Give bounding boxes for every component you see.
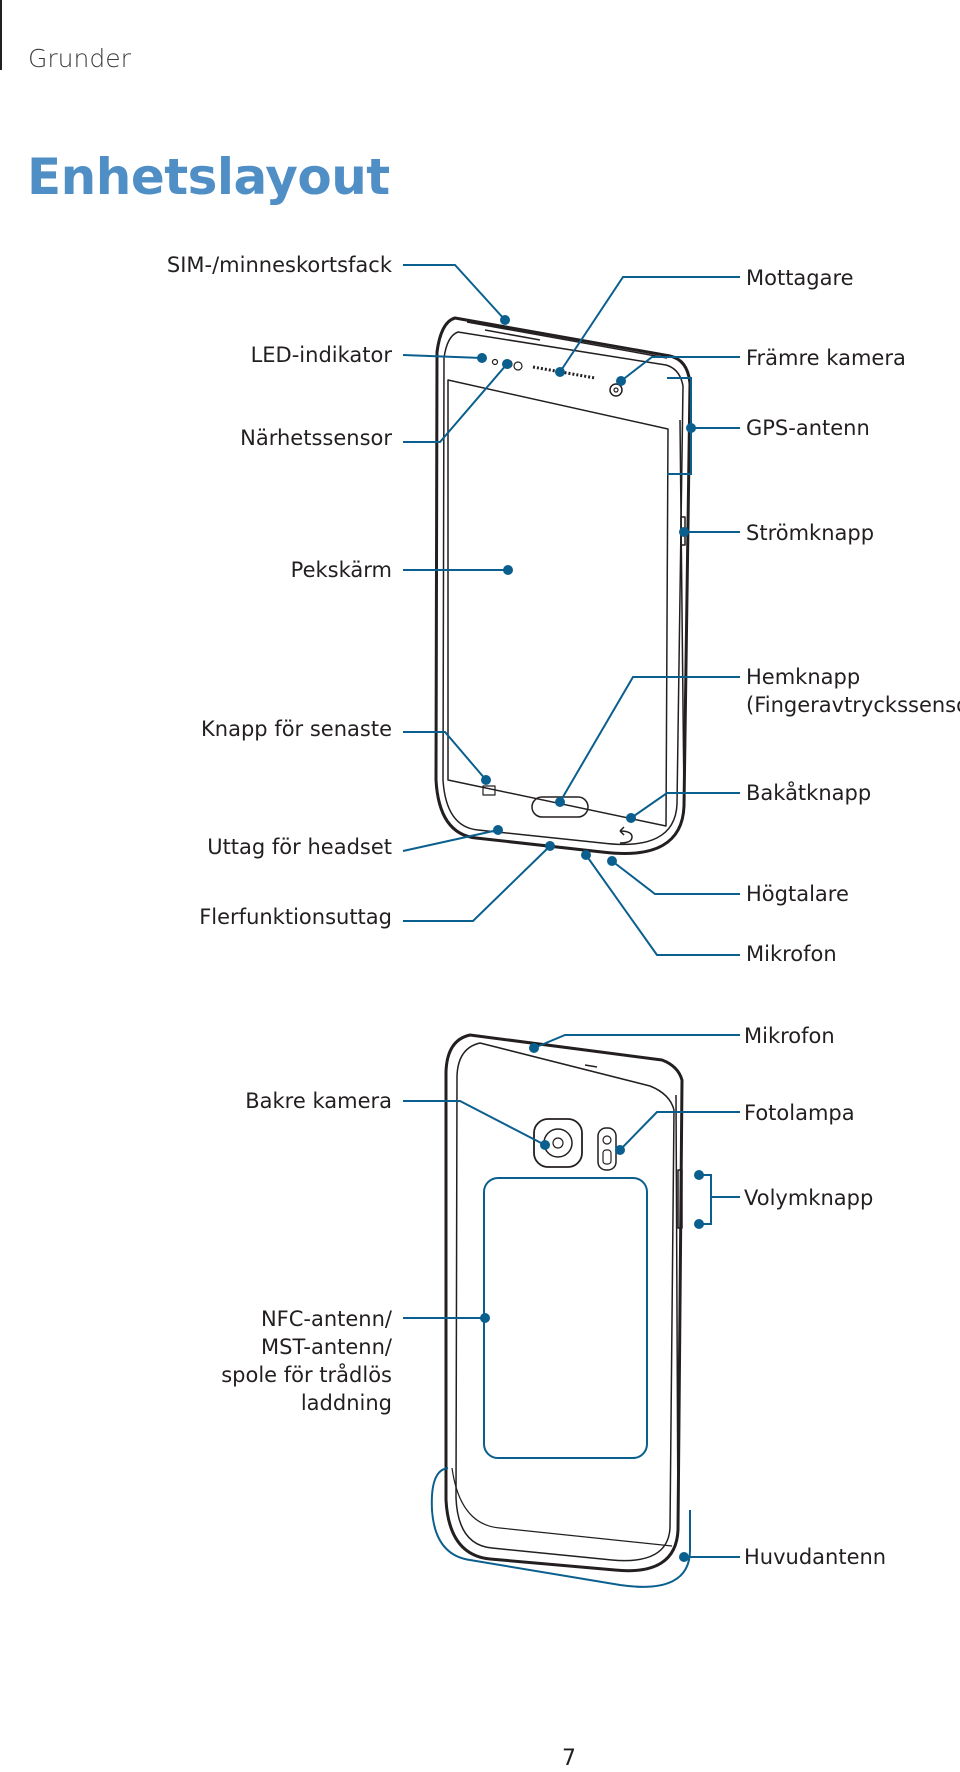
front-phone-drawing xyxy=(434,316,692,855)
rear-camera-housing xyxy=(533,1118,583,1168)
dot-flash xyxy=(615,1145,625,1155)
label-receiver: Mottagare xyxy=(746,266,854,290)
callout-gps-bracket xyxy=(667,377,740,475)
back-phone-body xyxy=(444,1033,684,1573)
label-multipurpose-jack: Flerfunktionsuttag xyxy=(199,905,392,929)
label-home-key-line2: (Fingeravtryckssensor) xyxy=(746,693,960,717)
callout-front-camera-line xyxy=(620,356,740,382)
callout-sim-line xyxy=(403,264,506,321)
callout-back-mic-line xyxy=(533,1034,740,1049)
label-nfc-line2: MST-antenn/ xyxy=(261,1335,392,1359)
dot-nfc xyxy=(480,1313,490,1323)
label-nfc-line1: NFC-antenn/ xyxy=(260,1307,392,1331)
dot-proximity xyxy=(502,359,512,369)
callout-mic-line xyxy=(585,854,740,956)
volume-keys-shape xyxy=(677,1169,683,1229)
callout-recent-line xyxy=(403,731,487,781)
dot-power xyxy=(679,527,689,537)
back-lower-band xyxy=(451,1467,673,1547)
dot-main-antenna xyxy=(679,1552,689,1562)
label-proximity-sensor: Närhetssensor xyxy=(240,426,392,450)
back-key-shape xyxy=(619,826,633,844)
dot-home xyxy=(555,797,565,807)
dot-headset xyxy=(493,825,503,835)
callout-dots xyxy=(477,315,704,1562)
led-lens xyxy=(491,358,499,366)
label-nfc-line4: laddning xyxy=(300,1391,392,1415)
label-nfc-antenna: NFC-antenn/ MST-antenn/ spole för trådlö… xyxy=(221,1305,392,1417)
callout-rear-camera-line xyxy=(403,1100,546,1146)
dot-back-mic xyxy=(529,1043,539,1053)
label-touchscreen: Pekskärm xyxy=(290,558,392,582)
callout-lines xyxy=(402,264,740,1588)
recent-key-shape xyxy=(482,785,496,796)
dot-volume-top xyxy=(694,1170,704,1180)
label-recent-key: Knapp för senaste xyxy=(201,717,392,741)
dot-receiver xyxy=(555,367,565,377)
dot-sim xyxy=(500,315,510,325)
label-microphone-front: Mikrofon xyxy=(746,942,837,966)
nfc-coil-area xyxy=(483,1177,648,1459)
dot-volume-bottom xyxy=(694,1219,704,1229)
dot-led xyxy=(477,353,487,363)
label-flash: Fotolampa xyxy=(744,1101,855,1125)
label-microphone-back: Mikrofon xyxy=(744,1024,835,1048)
dot-mic xyxy=(581,850,591,860)
back-phone-drawing xyxy=(444,1033,684,1573)
label-sim-tray: SIM-/minneskortsfack xyxy=(166,253,392,277)
dot-rear-camera xyxy=(540,1140,550,1150)
label-led-indicator: LED-indikator xyxy=(250,343,392,367)
label-home-key: Hemknapp (Fingeravtryckssensor) xyxy=(746,663,960,719)
callout-volume-bracket xyxy=(699,1174,740,1225)
callout-back-line xyxy=(630,792,740,819)
page-number: 7 xyxy=(562,1746,576,1771)
callout-flash-line xyxy=(619,1111,740,1151)
margin-rule xyxy=(0,0,2,70)
front-screen xyxy=(447,379,669,827)
callout-proximity-line xyxy=(403,363,508,443)
callout-multipurpose-line xyxy=(403,845,551,922)
label-power-key: Strömknapp xyxy=(746,521,875,545)
dot-multipurpose xyxy=(545,841,555,851)
front-side-strip xyxy=(679,419,685,801)
front-phone-body xyxy=(434,316,692,855)
label-home-key-line1: Hemknapp xyxy=(746,665,861,689)
page-title: Enhetslayout xyxy=(27,148,390,206)
label-back-key: Bakåtknapp xyxy=(746,781,872,805)
callout-led-line xyxy=(402,354,483,359)
callout-receiver-line xyxy=(559,276,740,373)
label-nfc-line3: spole för trådlös xyxy=(221,1363,392,1387)
callout-headset-line xyxy=(402,829,499,852)
front-phone-inner-edge xyxy=(442,331,684,846)
label-gps-antenna: GPS-antenn xyxy=(746,416,870,440)
label-speaker: Högtalare xyxy=(746,882,849,906)
back-side-strip xyxy=(675,1094,679,1531)
dot-back xyxy=(626,813,636,823)
callout-home-line xyxy=(559,676,740,803)
front-camera-lens xyxy=(609,383,623,397)
label-volume-key: Volymknapp xyxy=(744,1186,874,1210)
dot-recent xyxy=(481,775,491,785)
dot-touchscreen xyxy=(503,565,513,575)
back-mic-hole xyxy=(584,1064,598,1068)
dot-front-camera xyxy=(616,376,626,386)
label-front-camera: Främre kamera xyxy=(746,346,906,370)
label-rear-camera: Bakre kamera xyxy=(245,1089,392,1113)
dot-gps xyxy=(686,423,696,433)
receiver-grille xyxy=(532,365,596,380)
callout-speaker-line xyxy=(611,860,740,895)
front-top-edge xyxy=(466,321,668,359)
sim-tray-slot xyxy=(484,329,541,341)
back-phone-inner-edge xyxy=(455,1042,675,1562)
main-antenna-area xyxy=(430,1467,691,1588)
proximity-sensor-b xyxy=(513,361,523,371)
section-header: Grunder xyxy=(28,44,131,73)
label-headset-jack: Uttag för headset xyxy=(207,835,392,859)
dot-speaker xyxy=(607,856,617,866)
label-main-antenna: Huvudantenn xyxy=(744,1545,887,1569)
